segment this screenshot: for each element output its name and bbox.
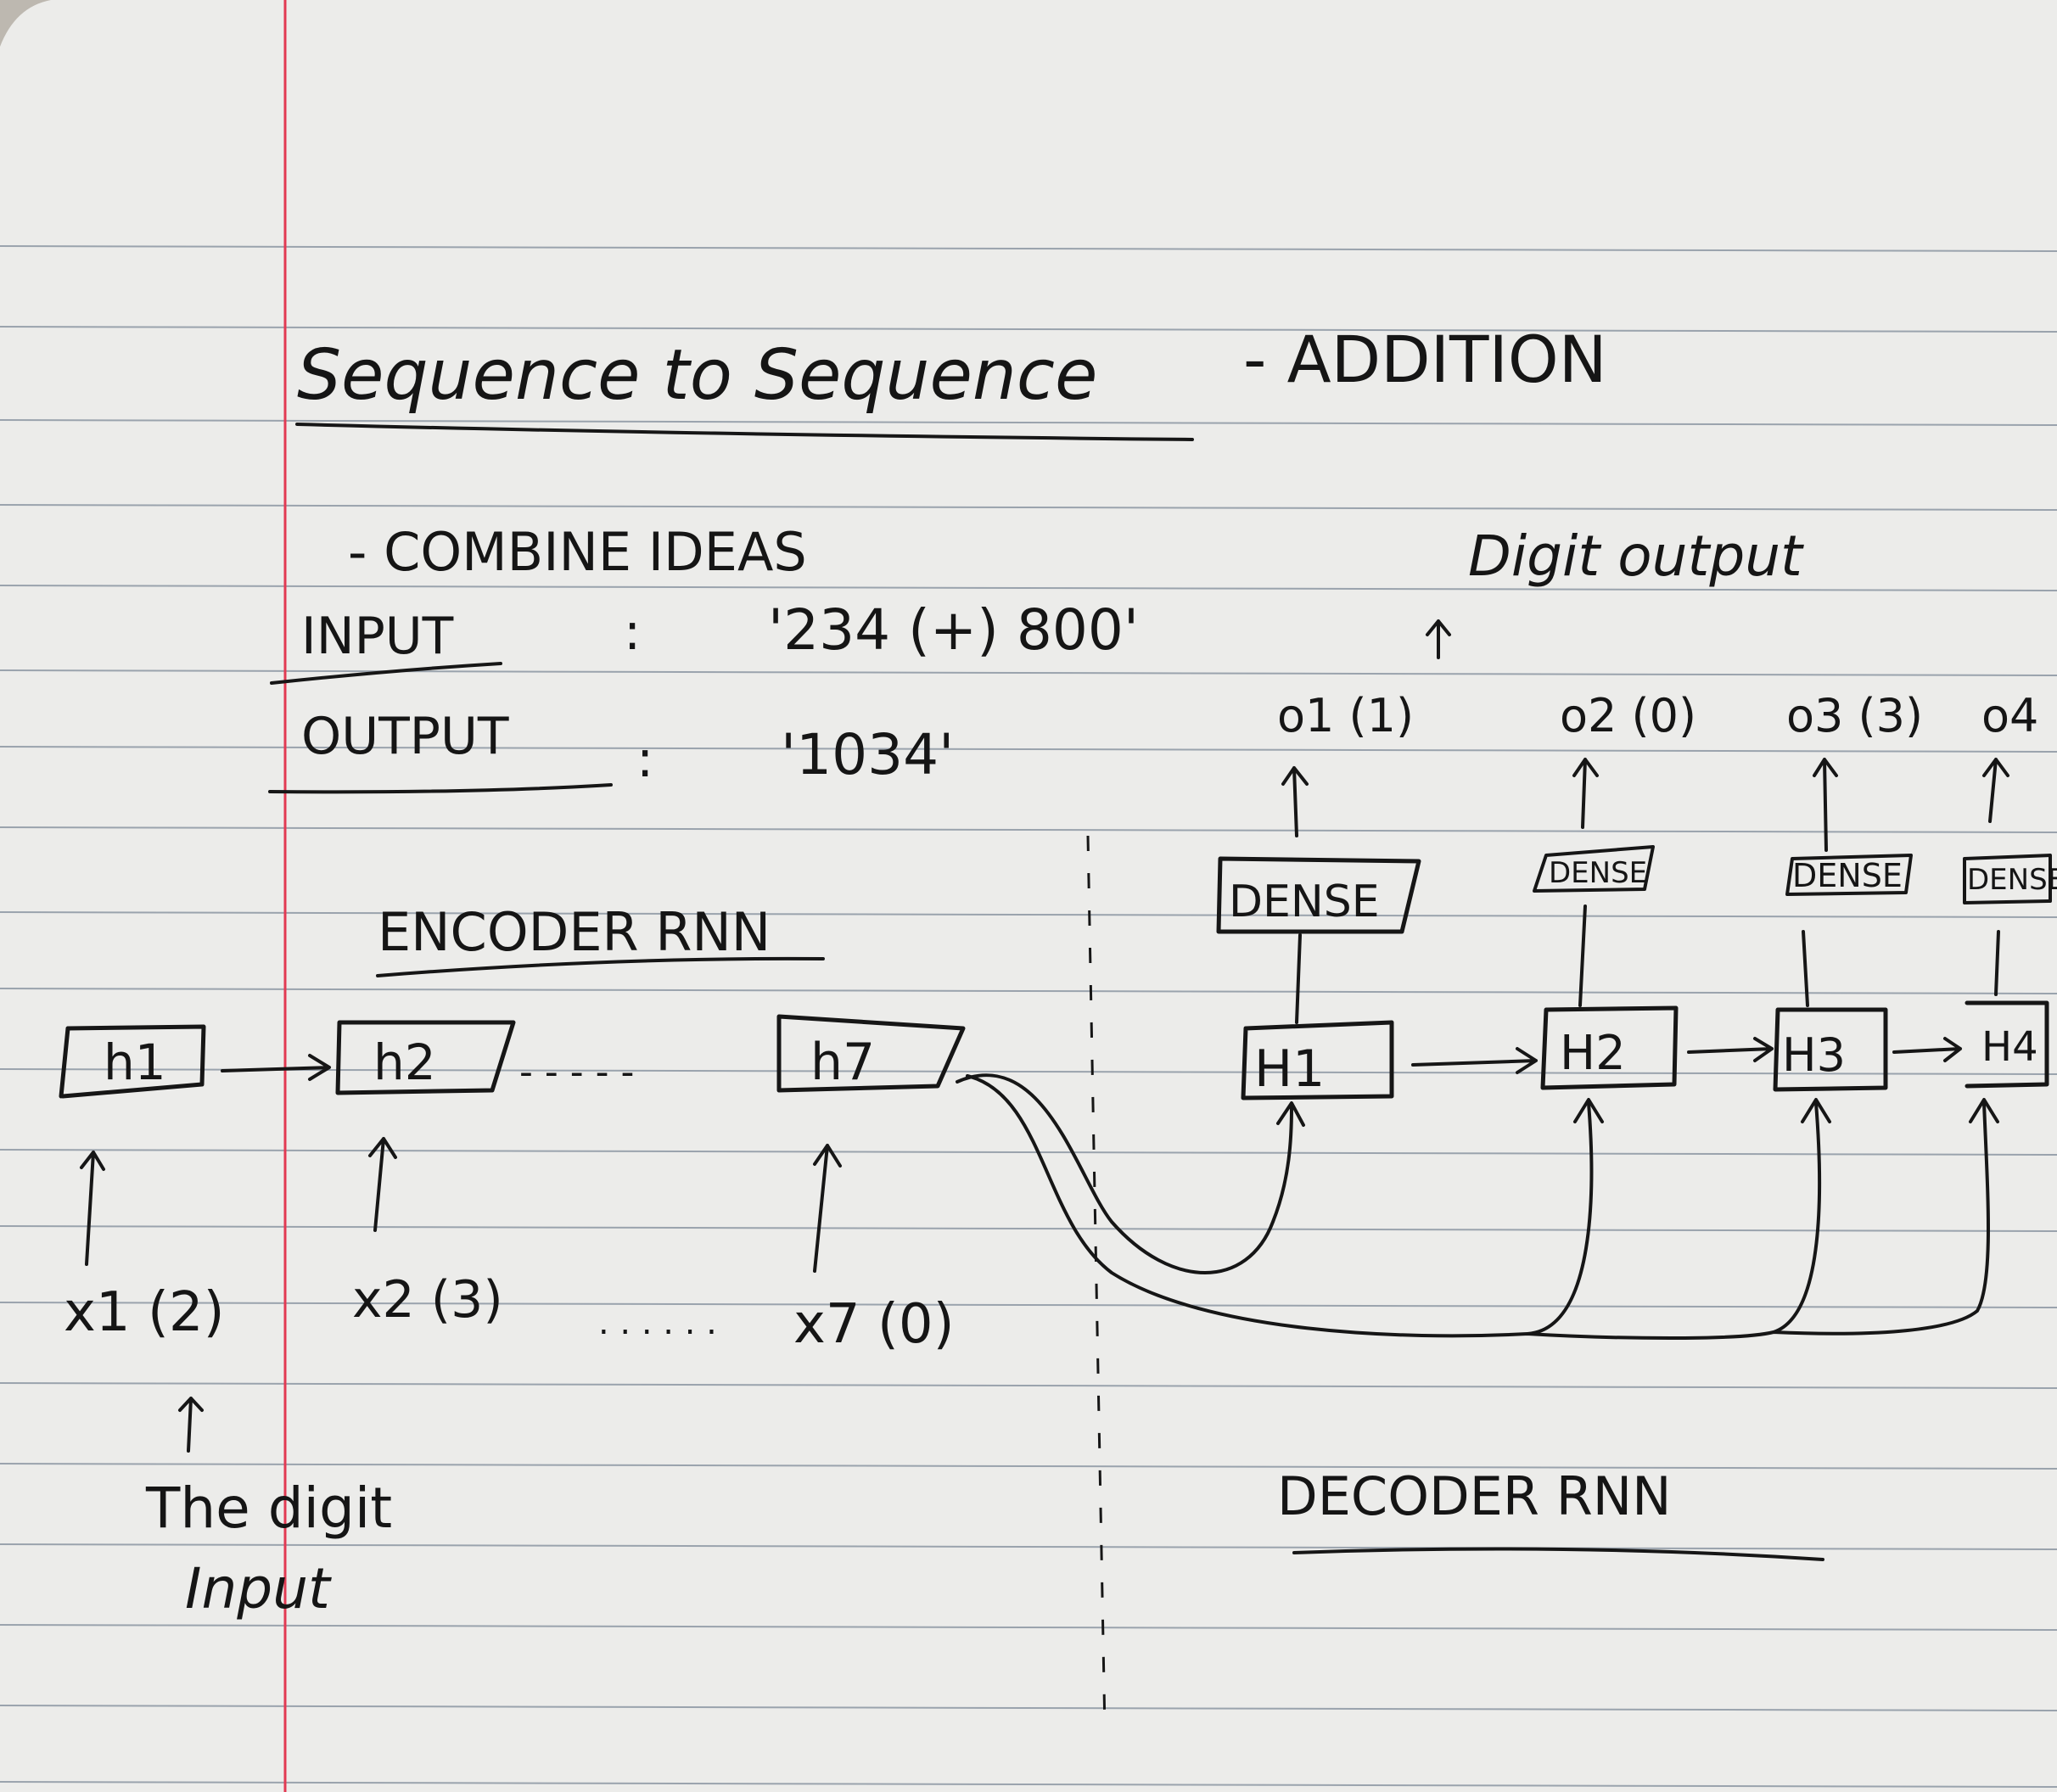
ruled-line	[0, 419, 2057, 426]
arrow-dense4-to-o4	[1982, 758, 2009, 823]
decoder-cell-h1: H1	[1241, 1020, 1394, 1100]
decoder-output-o3: o3 (3)	[1786, 689, 1923, 742]
arrow-h1-to-h2	[221, 1054, 331, 1081]
decoder-cell-h2-label: H2	[1560, 1026, 1626, 1081]
page-corner-shadow	[0, 0, 51, 47]
ruled-line	[0, 911, 2057, 918]
context-h7-to-H2-H3-H4	[966, 1074, 1990, 1340]
input-label-underline	[270, 662, 502, 685]
encoder-cell-h2-label: h2	[373, 1033, 436, 1091]
ruled-line	[0, 988, 2057, 994]
input-note-line1: The digit	[145, 1476, 392, 1541]
combine-ideas-text: - COMBINE IDEAS	[348, 521, 807, 583]
decoder-cell-h3: H3	[1773, 1007, 1888, 1092]
decoder-output-o1: o1 (1)	[1277, 689, 1414, 742]
arrow-dense2-to-o2	[1572, 758, 1599, 829]
digit-output-arrow	[1426, 619, 1451, 659]
title-underline	[295, 423, 1194, 441]
decoder-cell-h1-label: H1	[1254, 1039, 1325, 1099]
encoder-cell-h7-label: h7	[810, 1033, 875, 1092]
decoder-cell-h4-label: H4	[1981, 1023, 2038, 1071]
dense-layer-4-label: DENSE	[1967, 863, 2057, 897]
arrow-x2-to-h2	[368, 1137, 397, 1232]
input-colon: :	[624, 602, 641, 662]
arrow-to-x1	[178, 1397, 204, 1453]
ruled-line	[0, 1382, 2057, 1389]
input-value: '234 (+) 800'	[768, 597, 1139, 663]
link-H1-dense1	[1295, 933, 1302, 1024]
ruled-line	[0, 746, 2057, 753]
ruled-line	[0, 326, 2057, 333]
dense-layer-2-label: DENSE	[1549, 856, 1647, 890]
decoder-label-underline	[1292, 1547, 1824, 1561]
context-h7-to-H1	[956, 1073, 1293, 1274]
digit-output-label: Digit output	[1468, 524, 1804, 589]
decoder-label: DECODER RNN	[1277, 1465, 1672, 1527]
encoder-ellipsis-inputs: . . . . . .	[598, 1303, 717, 1342]
ruled-line	[0, 1624, 2057, 1631]
encoder-input-x1: x1 (2)	[64, 1281, 225, 1344]
output-colon: :	[636, 730, 653, 789]
output-label-underline	[268, 783, 613, 794]
dense-layer-2: DENSE	[1533, 845, 1655, 893]
dense-layer-4: DENSE	[1963, 854, 2057, 904]
ruled-line	[0, 585, 2057, 591]
ruled-line	[0, 1068, 2057, 1075]
arrow-dense3-to-o3	[1813, 758, 1838, 852]
decoder-cell-h3-label: H3	[1782, 1028, 1846, 1082]
decoder-output-o2: o2 (0)	[1560, 689, 1696, 742]
dense-layer-1-label: DENSE	[1229, 876, 1380, 927]
ruled-line	[0, 1781, 2057, 1788]
output-value: '1034'	[781, 722, 954, 787]
arrow-H3-to-H4	[1892, 1037, 1962, 1062]
arrow-x1-to-h1	[80, 1151, 105, 1266]
link-H2-dense2	[1578, 904, 1587, 1007]
input-label: INPUT	[301, 607, 454, 666]
title-sequence-to-sequence: Sequence to Sequence	[297, 335, 1097, 416]
ruled-line	[0, 245, 2057, 252]
decoder-cell-h4: H4	[1965, 1000, 2049, 1089]
arrow-x7-to-h7	[813, 1144, 842, 1273]
context-to-H2-arrowhead	[1573, 1098, 1604, 1123]
ruled-line	[0, 669, 2057, 676]
ruled-line	[0, 1149, 2057, 1156]
title-addition: - ADDITION	[1243, 322, 1607, 397]
link-H4-dense4	[1994, 930, 2000, 996]
arrow-dense1-to-o1	[1281, 766, 1309, 837]
ruled-lines	[0, 245, 2057, 1788]
context-h7-to-H1-arrowhead	[1276, 1101, 1305, 1127]
encoder-cell-h2: h2	[335, 1020, 516, 1095]
context-to-H3-arrowhead	[1801, 1098, 1831, 1123]
output-label: OUTPUT	[301, 707, 509, 766]
decoder-output-o4: o4 (4)	[1981, 689, 2057, 742]
dense-layer-3-label: DENSE	[1792, 857, 1903, 894]
dense-layer-3: DENSE	[1785, 854, 1913, 896]
ruled-line	[0, 504, 2057, 511]
input-note-line2: Input	[185, 1556, 332, 1621]
context-to-H4-arrowhead	[1969, 1098, 1999, 1123]
decoder-cell-h2: H2	[1540, 1005, 1679, 1090]
ruled-line	[0, 1225, 2057, 1232]
encoder-input-x2: x2 (3)	[352, 1270, 503, 1330]
dense-layer-1: DENSE	[1216, 856, 1421, 934]
ruled-line	[0, 1302, 2057, 1308]
arrow-H1-to-H2	[1411, 1047, 1538, 1074]
encoder-cell-h1-label: h1	[104, 1033, 166, 1091]
encoder-input-x7: x7 (0)	[793, 1293, 955, 1356]
arrow-H2-to-H3	[1687, 1037, 1774, 1062]
link-H3-dense3	[1802, 930, 1809, 1007]
encoder-cell-h1: h1	[59, 1024, 206, 1099]
encoder-label-underline	[376, 956, 825, 977]
encoder-cell-h7: h7	[776, 1014, 966, 1093]
encoder-label: ENCODER RNN	[378, 901, 771, 963]
encoder-ellipsis-cells: - - - - -	[519, 1050, 634, 1094]
ruled-line	[0, 1705, 2057, 1711]
ruled-line	[0, 1463, 2057, 1470]
ruled-line	[0, 826, 2057, 833]
ruled-line	[0, 1543, 2057, 1550]
